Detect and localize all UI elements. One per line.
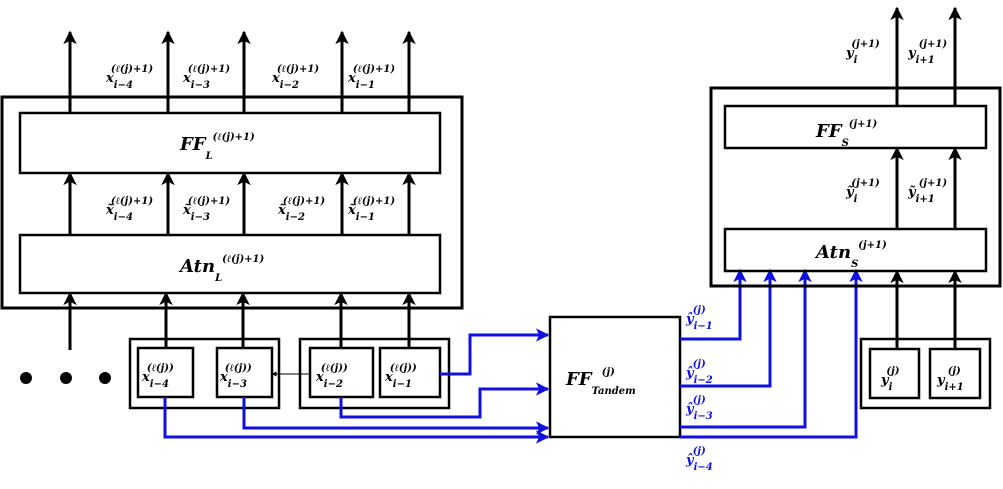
- right-input-group: yi(j) yi+1(j): [859, 337, 992, 410]
- tandem-output-label: ŷi−4(j): [685, 446, 713, 473]
- input-group-frame: [859, 337, 992, 410]
- input-token-label: xi−4(ℓ(j)): [141, 363, 174, 390]
- left-output-label: xi−2(ℓ(j)+1): [271, 64, 319, 91]
- blue-connector: [680, 268, 777, 388]
- ellipsis-dot: [60, 372, 72, 384]
- blue-connector: [339, 382, 550, 419]
- right-layer-block: FFS(j+1) AtnS(j+1) yi(j+1) yi+1(j+1) ỹi(…: [709, 6, 1002, 349]
- input-token-label: yi+1(j): [936, 366, 964, 393]
- right-ff-box: [723, 104, 988, 150]
- left-intermediate-label: x̃i−2(ℓ(j)+1): [277, 196, 325, 223]
- left-output-label: xi−1(ℓ(j)+1): [347, 64, 395, 91]
- blue-connector: [680, 268, 863, 439]
- input-token-box: [868, 347, 921, 400]
- left-layer-block: FFL(ℓ(j)+1) AtnL(ℓ(j)+1) xi−4(ℓ(j)+1) xi…: [0, 30, 464, 350]
- input-token-label: xi−2(ℓ(j)): [315, 363, 348, 390]
- tandem-ff-label: FFTandem(j): [565, 367, 636, 397]
- blue-connector: [242, 397, 550, 435]
- left-attn-box: [18, 233, 442, 295]
- right-intermediate-label: ỹi(j+1): [845, 178, 880, 205]
- blue-connector: [680, 268, 747, 341]
- left-output-label: xi−3(ℓ(j)+1): [182, 64, 230, 91]
- left-intermediate-label: x̃i−3(ℓ(j)+1): [182, 196, 230, 223]
- ellipsis-dot: [20, 372, 32, 384]
- left-intermediate-label: x̃i−1(ℓ(j)+1): [347, 196, 395, 223]
- input-token-label: xi−3(ℓ(j)): [219, 363, 252, 390]
- ellipsis-dot: [99, 372, 111, 384]
- input-token-label: xi−1(ℓ(j)): [384, 363, 417, 390]
- blue-connector: [163, 397, 550, 444]
- right-attn-label: AtnS(j+1): [814, 240, 887, 270]
- left-intermediate-label: x̃i−4(ℓ(j)+1): [105, 196, 153, 223]
- right-layer-frame: [709, 86, 1002, 288]
- right-ff-label: FFS(j+1): [815, 119, 877, 149]
- input-token-box: [928, 347, 982, 400]
- left-ff-box: [18, 111, 442, 175]
- left-attn-label: AtnL(ℓ(j)+1): [178, 254, 265, 284]
- tandem-output-label: ŷi−1(j): [685, 305, 713, 332]
- input-token-label: yi(j): [880, 366, 900, 393]
- tandem-ff-box: [548, 315, 682, 439]
- blue-connector: [440, 328, 550, 376]
- right-attn-box: [723, 227, 988, 273]
- tandem-output-label: ŷi−2(j): [685, 359, 713, 386]
- blue-connector: [680, 268, 812, 429]
- right-output-label: yi+1(j+1): [907, 39, 947, 66]
- left-input-group-b: xi−2(ℓ(j)) xi−1(ℓ(j)): [298, 337, 451, 410]
- right-intermediate-label: ỹi+1(j+1): [907, 178, 947, 205]
- left-output-label: xi−4(ℓ(j)+1): [105, 64, 153, 91]
- left-input-group-a: xi−4(ℓ(j)) xi−3(ℓ(j)): [128, 337, 281, 410]
- right-output-label: yi(j+1): [845, 39, 880, 66]
- left-layer-frame: [0, 95, 464, 310]
- left-ff-label: FFL(ℓ(j)+1): [179, 132, 255, 162]
- tandem-output-label: ŷi−3(j): [685, 395, 713, 422]
